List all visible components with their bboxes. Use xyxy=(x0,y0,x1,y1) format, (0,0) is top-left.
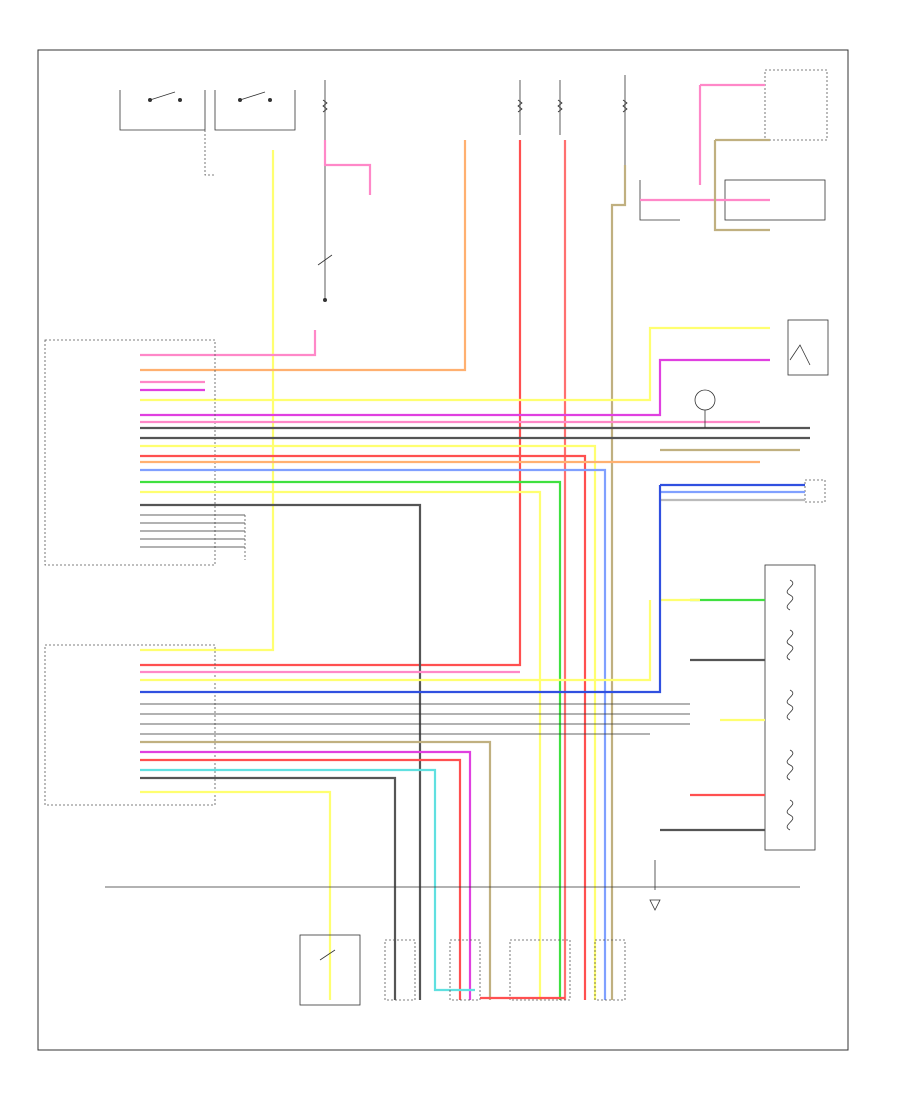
upper-connector-block xyxy=(44,339,810,1000)
wire-runs-upper xyxy=(140,83,770,1000)
right-modules xyxy=(660,319,829,851)
top-switch-blocks xyxy=(119,69,828,302)
transmission-area xyxy=(105,860,800,1006)
lower-connector-block xyxy=(44,485,690,1000)
diagram-frame xyxy=(37,49,849,1051)
